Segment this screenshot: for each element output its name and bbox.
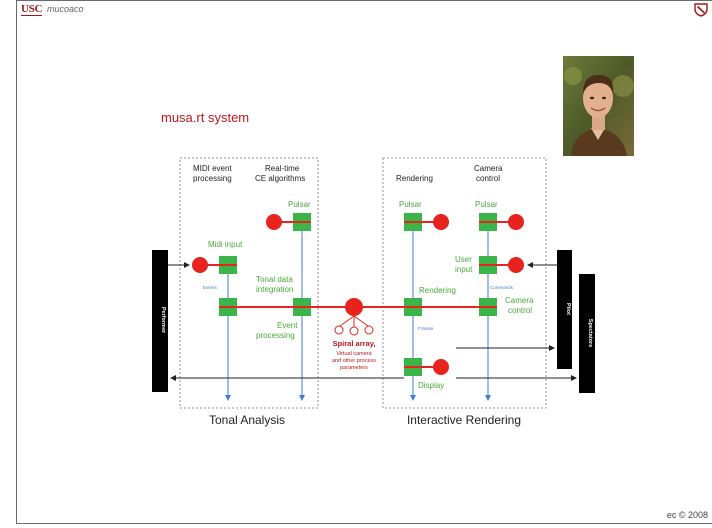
node-circle-midi bbox=[192, 257, 208, 273]
header-midi-line1: MIDI event bbox=[193, 164, 232, 173]
slide-frame bbox=[16, 0, 712, 524]
label-event-line1: Event bbox=[277, 321, 298, 330]
label-event-line2: processing bbox=[256, 331, 295, 340]
label-pulsar-ce: Pulsar bbox=[288, 200, 311, 209]
interactive-rendering-box bbox=[382, 157, 547, 409]
spiral-line3: parameters bbox=[340, 365, 368, 371]
slide-title: musa.rt system bbox=[161, 110, 250, 125]
label-frames: Frames bbox=[418, 326, 434, 331]
spiral-param-circle bbox=[349, 326, 359, 336]
pilot-bar bbox=[557, 250, 572, 369]
tonal-analysis-label: Tonal Analysis bbox=[209, 413, 285, 427]
shield-icon bbox=[694, 3, 708, 17]
label-tonal-line1: Tonal data bbox=[256, 275, 293, 284]
label-rendering: Rendering bbox=[419, 286, 456, 295]
node-circle-pulsar-camera bbox=[508, 214, 524, 230]
label-camera-line2: control bbox=[508, 306, 532, 315]
label-user-line2: input bbox=[455, 265, 473, 274]
performer-bar bbox=[152, 250, 168, 392]
label-midi-input: Midi input bbox=[208, 240, 243, 249]
spectators-label: Spectators bbox=[587, 319, 593, 347]
node-circle-user-input bbox=[508, 257, 524, 273]
spiral-line1: Virtual camera bbox=[336, 351, 372, 357]
label-pulsar-camera: Pulsar bbox=[475, 200, 498, 209]
label-user-line1: User bbox=[455, 255, 472, 264]
header-ce-line1: Real-time bbox=[265, 164, 300, 173]
node-circle-display bbox=[433, 359, 449, 375]
label-camera-line1: Camera bbox=[505, 296, 534, 305]
spectators-bar bbox=[579, 274, 595, 393]
spiral-param-circle bbox=[334, 325, 344, 335]
spiral-branch-left bbox=[339, 315, 355, 327]
label-pulsar-render: Pulsar bbox=[399, 200, 422, 209]
interactive-rendering-label: Interactive Rendering bbox=[407, 413, 521, 427]
header-midi-line2: processing bbox=[193, 174, 232, 183]
course-name: mucoaco bbox=[47, 4, 84, 14]
label-tonal-line2: integration bbox=[256, 285, 293, 294]
portrait-photo bbox=[563, 56, 634, 156]
pilot-label: Pilot bbox=[565, 303, 571, 315]
label-display: Display bbox=[418, 381, 444, 390]
spiral-branch-right bbox=[353, 315, 369, 327]
node-circle-pulsar-ce bbox=[266, 214, 282, 230]
spiral-line2: and other process bbox=[332, 358, 376, 364]
header-camera-line2: control bbox=[476, 174, 500, 183]
spiral-title: Spiral array, bbox=[333, 339, 376, 348]
performer-label: Performer bbox=[160, 307, 166, 334]
node-circle-pulsar-render bbox=[433, 214, 449, 230]
label-events: Events bbox=[203, 285, 218, 290]
tonal-analysis-box bbox=[179, 157, 319, 409]
label-commands: Commands bbox=[490, 285, 514, 290]
header-rendering: Rendering bbox=[396, 174, 433, 183]
header-camera-line1: Camera bbox=[474, 164, 503, 173]
spiral-array-node bbox=[345, 298, 363, 316]
footer-copyright: ec © 2008 bbox=[666, 510, 708, 520]
spiral-param-circle bbox=[364, 325, 374, 335]
usc-logo: USC bbox=[21, 3, 43, 16]
header-ce-line2: CE algorithms bbox=[255, 174, 305, 183]
